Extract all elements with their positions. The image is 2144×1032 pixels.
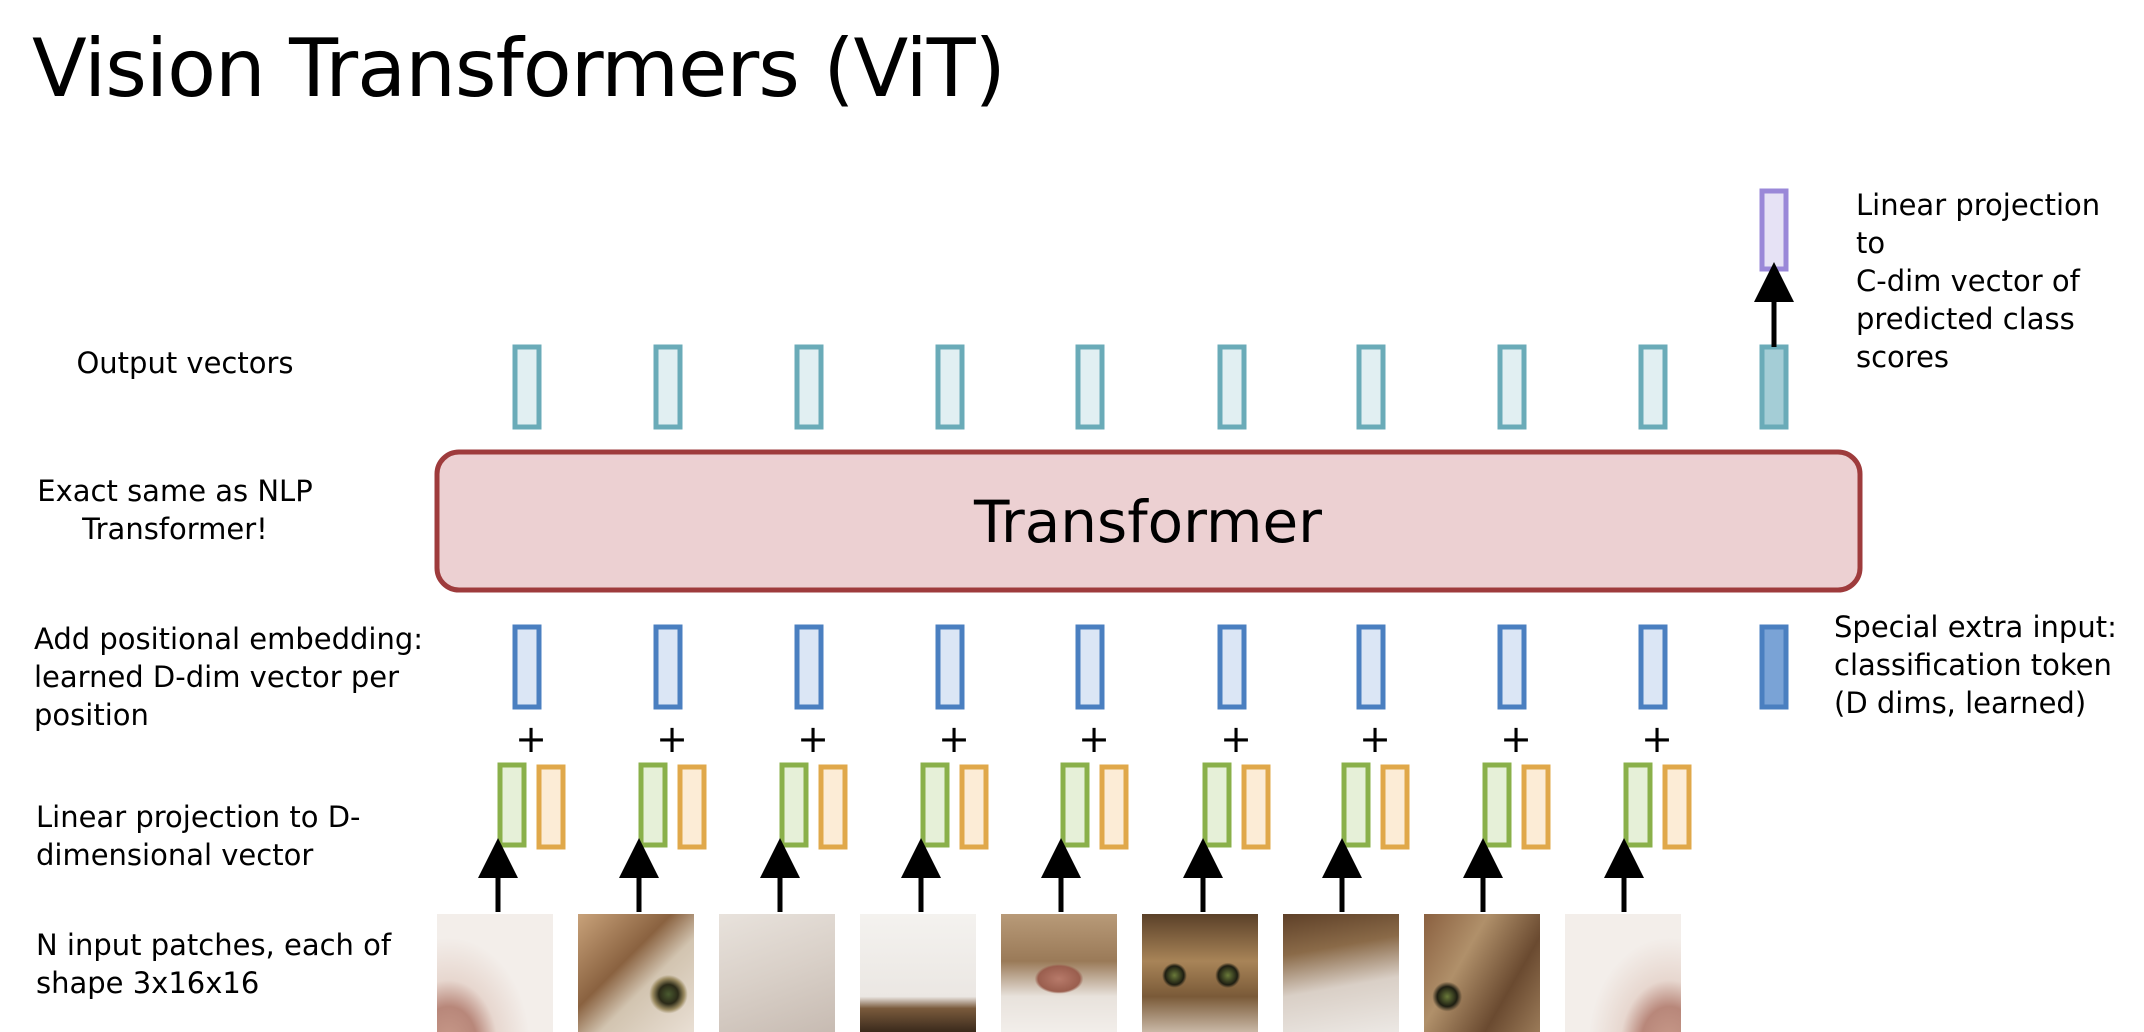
input-vector-8 [1497, 624, 1527, 710]
class-score-vector [1759, 188, 1789, 272]
linear-embedding-4 [920, 762, 950, 848]
plus-sign-1: + [515, 717, 547, 761]
input-vector-5 [1075, 624, 1105, 710]
positional-embedding-2 [677, 764, 707, 850]
linear-embedding-1 [497, 762, 527, 848]
input-vector-1 [512, 624, 542, 710]
plus-sign-9: + [1641, 717, 1673, 761]
label-output-vectors: Output vectors [76, 346, 294, 380]
linear-embedding-9 [1623, 762, 1653, 848]
positional-embedding-7 [1380, 764, 1410, 850]
plus-sign-2: + [656, 717, 688, 761]
patch-1-ear-left [437, 914, 553, 1032]
positional-embedding-4 [959, 764, 989, 850]
input-vector-cls-token [1759, 624, 1789, 710]
linear-embedding-2 [638, 762, 668, 848]
label-positional-embedding: Add positional embedding: learned D-dim … [34, 622, 424, 732]
plus-sign-3: + [797, 717, 829, 761]
output-vector-7 [1356, 344, 1386, 430]
patch-9-ear-right [1565, 914, 1681, 1032]
linear-embedding-8 [1482, 762, 1512, 848]
patch-5-cat-nose [1001, 914, 1117, 1032]
linear-embedding-7 [1341, 762, 1371, 848]
label-input-patches: N input patches, each of shape 3x16x16 [36, 928, 392, 1000]
plus-sign-7: + [1359, 717, 1391, 761]
output-vector-4 [935, 344, 965, 430]
label-special-token: Special extra input: classification toke… [1834, 610, 2117, 720]
output-vector-8 [1497, 344, 1527, 430]
output-vector-cls [1759, 344, 1789, 430]
plus-sign-5: + [1078, 717, 1110, 761]
input-vector-2 [653, 624, 683, 710]
output-vector-2 [653, 344, 683, 430]
linear-embedding-3 [779, 762, 809, 848]
slide-title: Vision Transformers (ViT) [32, 22, 1006, 115]
positional-embedding-9 [1662, 764, 1692, 850]
output-vector-3 [794, 344, 824, 430]
label-exact-same: Exact same as NLP Transformer! [37, 474, 313, 546]
output-vector-5 [1075, 344, 1105, 430]
output-vector-9 [1638, 344, 1668, 430]
patch-8-cat-side [1424, 914, 1540, 1032]
patch-2-cat-eye-left [578, 914, 694, 1032]
linear-embedding-5 [1060, 762, 1090, 848]
label-class-projection: Linear projection to C-dim vector of pre… [1856, 188, 2101, 374]
patch-6-cat-face [1142, 914, 1258, 1032]
positional-embedding-3 [818, 764, 848, 850]
positional-embedding-6 [1241, 764, 1271, 850]
input-vector-6 [1217, 624, 1247, 710]
label-linear-projection: Linear projection to D- dimensional vect… [36, 800, 361, 872]
input-vector-3 [794, 624, 824, 710]
patch-7-cat-paw [1283, 914, 1399, 1032]
linear-embedding-6 [1202, 762, 1232, 848]
patch-3-background [719, 914, 835, 1032]
plus-sign-8: + [1500, 717, 1532, 761]
transformer-block [434, 449, 1863, 593]
plus-sign-4: + [938, 717, 970, 761]
positional-embedding-8 [1521, 764, 1551, 850]
transformer-label: Transformer [973, 488, 1322, 556]
input-vector-9 [1638, 624, 1668, 710]
plus-sign-6: + [1220, 717, 1252, 761]
positional-embedding-5 [1099, 764, 1129, 850]
output-vector-1 [512, 344, 542, 430]
input-vector-4 [935, 624, 965, 710]
output-vector-6 [1217, 344, 1247, 430]
input-vector-7 [1356, 624, 1386, 710]
patch-4-cat-top [860, 914, 976, 1032]
positional-embedding-1 [536, 764, 566, 850]
